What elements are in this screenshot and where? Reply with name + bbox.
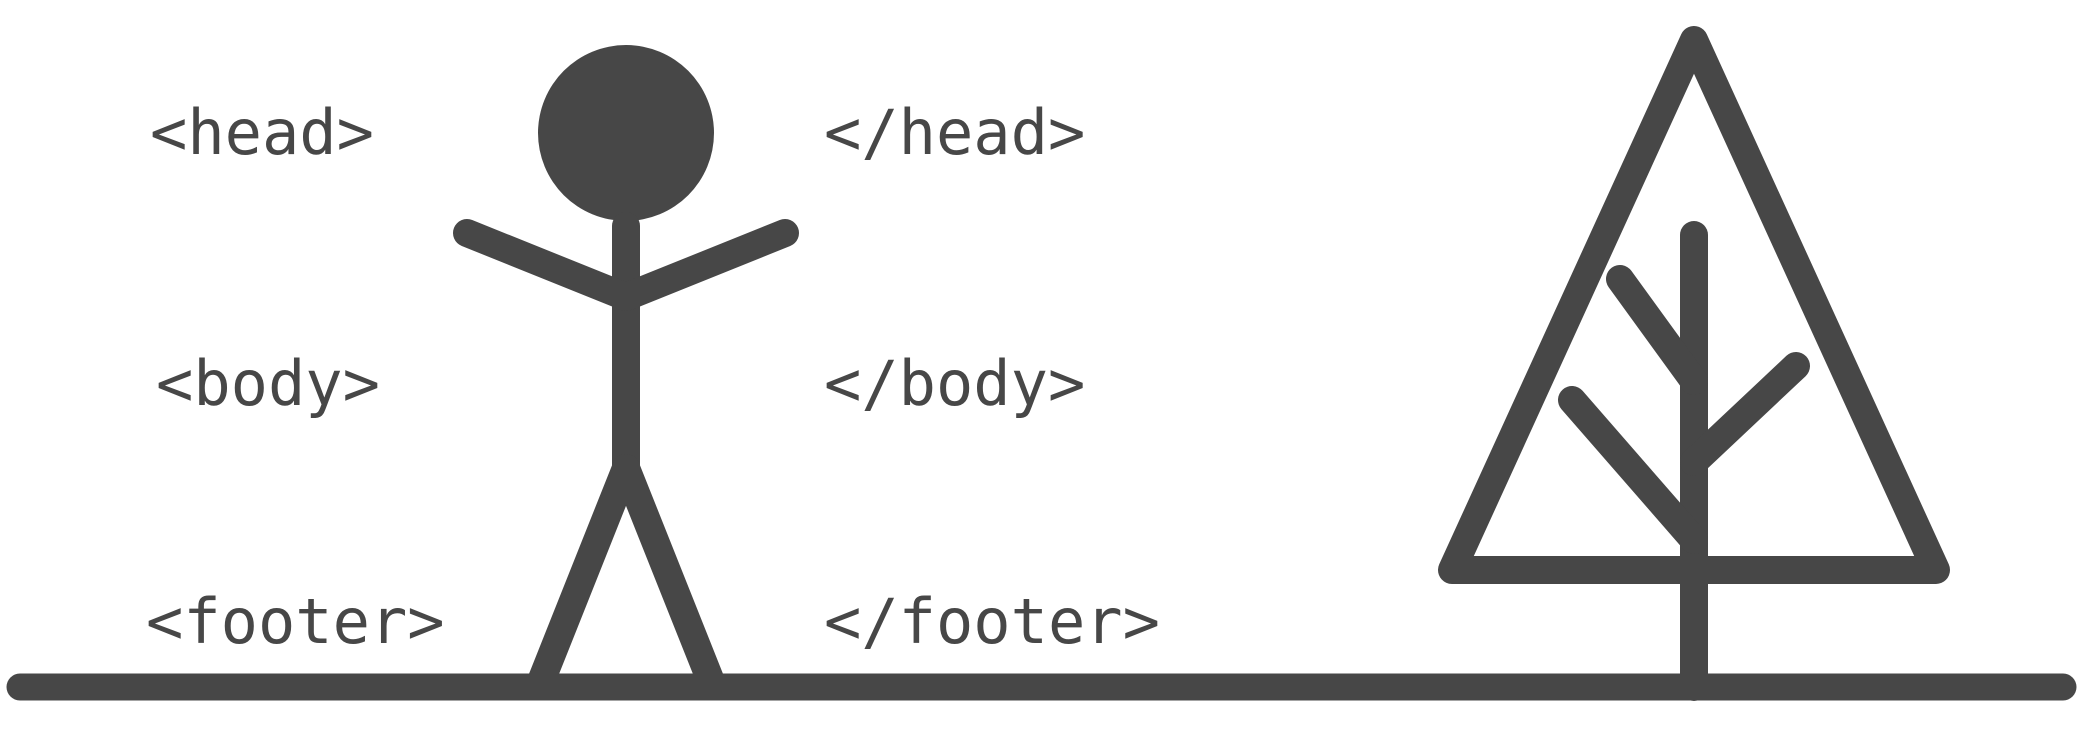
- head-close-tag-label: </head>: [824, 96, 1086, 169]
- tree-icon: [1438, 26, 1950, 701]
- stick-figure-head-icon: [538, 45, 714, 221]
- body-open-tag-label: <body>: [156, 347, 380, 420]
- footer-close-tag-label: </footer>: [824, 585, 1160, 658]
- stick-figure-icon: [453, 45, 799, 698]
- footer-open-tag-label: <footer>: [146, 585, 445, 658]
- head-open-tag-label: <head>: [150, 96, 374, 169]
- body-close-tag-label: </body>: [824, 347, 1086, 420]
- tree-branch-right: [1680, 352, 1810, 476]
- stick-figure-legs: [526, 454, 726, 698]
- stick-figure-arms: [453, 219, 799, 311]
- tree-branch-upper-left: [1606, 265, 1708, 395]
- tree-branch-lower-left: [1558, 386, 1708, 554]
